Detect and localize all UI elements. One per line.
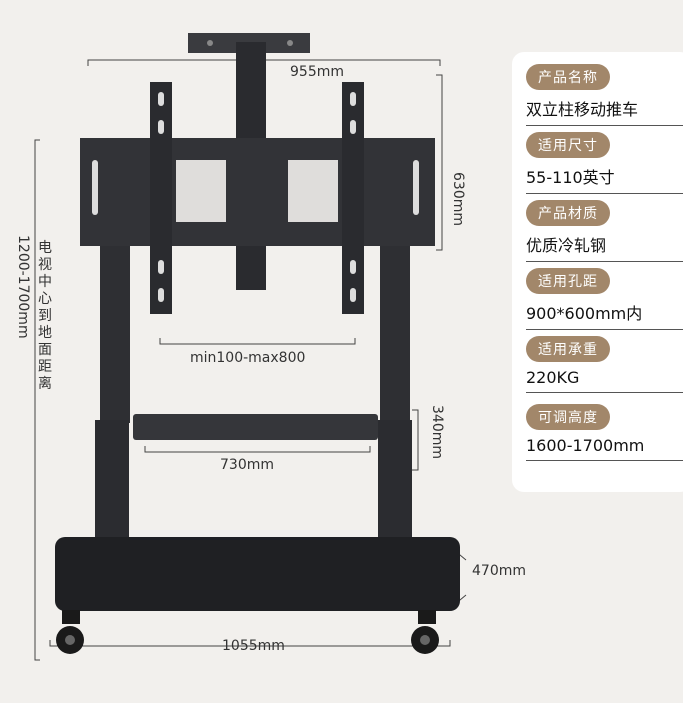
shelf xyxy=(133,414,378,440)
dimension-lines xyxy=(34,59,467,661)
wheels xyxy=(56,610,439,654)
width-top-label: 955mm xyxy=(290,64,344,80)
center-height-caption: 电视中心到地面距离 xyxy=(38,240,52,392)
center-height-label: 1200-1700mm xyxy=(15,235,31,339)
vesa-label: min100-max800 xyxy=(190,350,306,366)
left-vesa-arm xyxy=(150,82,172,314)
right-vesa-arm xyxy=(342,82,364,314)
mount-plate xyxy=(80,138,435,246)
shelf-width-label: 730mm xyxy=(220,457,274,473)
spec-row: 产品名称双立柱移动推车 xyxy=(526,64,683,126)
base xyxy=(55,537,460,611)
base-depth-label: 470mm xyxy=(472,563,526,579)
spec-row: 产品材质优质冷轧钢 xyxy=(526,200,683,262)
plate-height-label: 630mm xyxy=(450,172,466,226)
base-width-label: 1055mm xyxy=(222,638,285,654)
shelf-height-label: 340mm xyxy=(429,405,445,459)
